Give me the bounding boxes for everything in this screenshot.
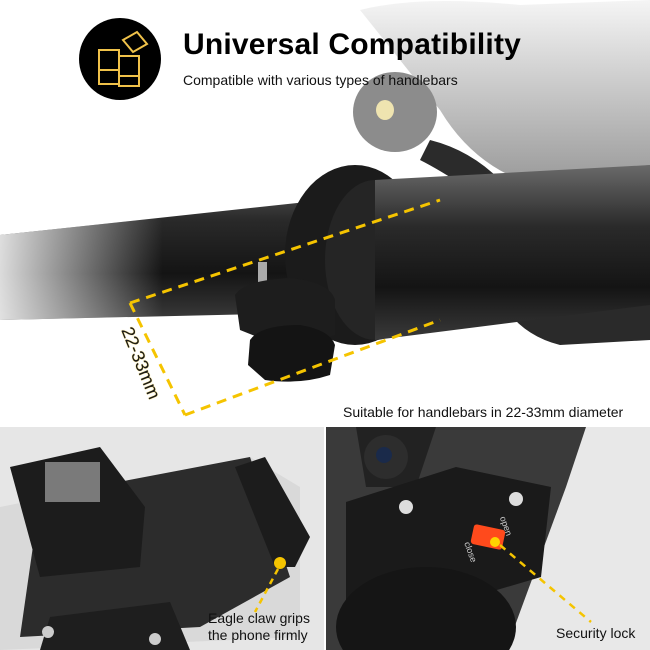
eagle-claw-illustration xyxy=(0,447,310,650)
puzzle-icon xyxy=(98,30,149,87)
eagle-claw-caption-line1: Eagle claw grips xyxy=(208,610,310,626)
diameter-caption: Suitable for handlebars in 22-33mm diame… xyxy=(343,404,624,420)
handlebar-mount-panel: Universal Compatibility Compatible with … xyxy=(0,0,650,420)
handlebar-mount-illustration xyxy=(0,0,650,417)
security-lock-panel: open close Security lock xyxy=(326,427,650,650)
feature-badge xyxy=(79,18,161,100)
page-title: Universal Compatibility xyxy=(183,28,522,61)
eagle-claw-panel: Eagle claw grips the phone firmly xyxy=(0,427,324,650)
security-lock-caption: Security lock xyxy=(556,625,636,641)
security-lock-illustration xyxy=(326,427,592,650)
page-subtitle: Compatible with various types of handleb… xyxy=(183,72,458,88)
eagle-claw-caption-line2: the phone firmly xyxy=(208,627,308,643)
